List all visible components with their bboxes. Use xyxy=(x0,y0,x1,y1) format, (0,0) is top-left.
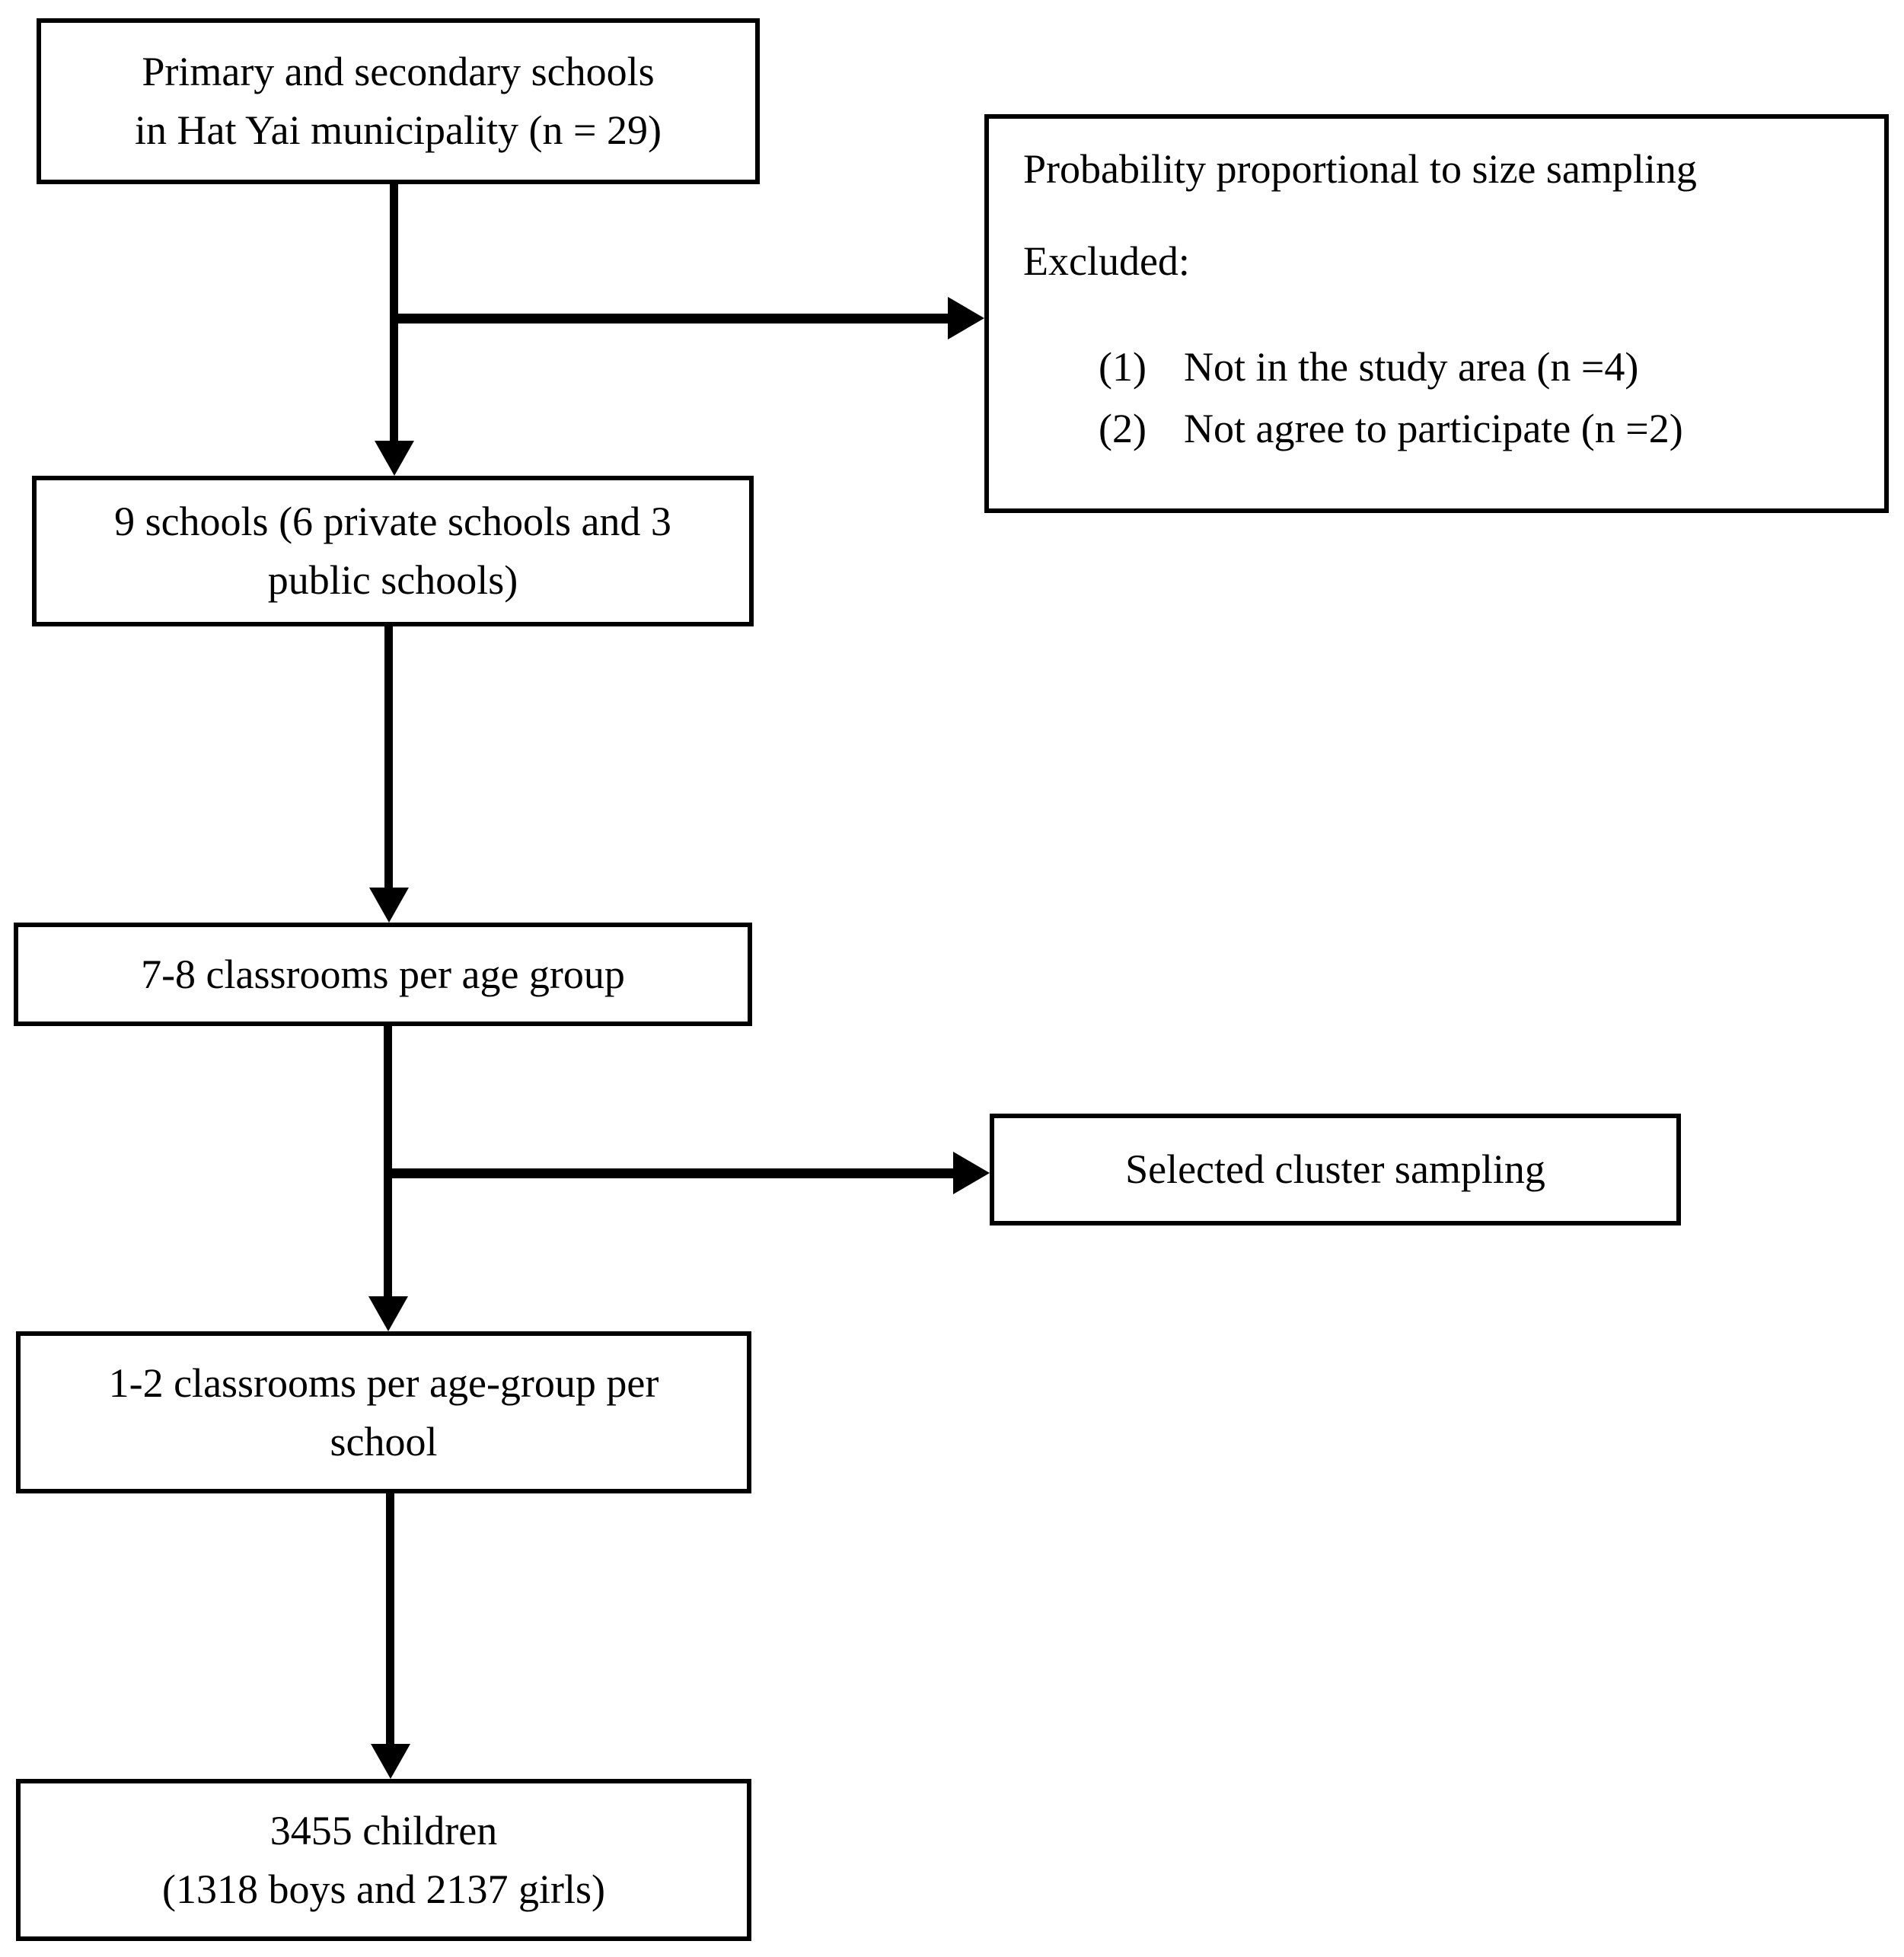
excluded-item-text: Not in the study area (n =4) xyxy=(1184,344,1639,390)
arrowhead-right-icon xyxy=(953,1152,990,1194)
arrow-schools-to-classrooms-shaft xyxy=(384,625,393,888)
node-population: Primary and secondary schools in Hat Yai… xyxy=(37,18,760,184)
excluded-item-number: (1) xyxy=(1099,344,1147,390)
arrowhead-down-icon xyxy=(369,888,409,923)
node-selected-line1: 1-2 classrooms per age-group per xyxy=(108,1359,659,1406)
node-cluster-line1: Selected cluster sampling xyxy=(1125,1146,1545,1192)
node-selected-classrooms: 1-2 classrooms per age-group per school xyxy=(16,1331,751,1493)
node-exclusion: Probability proportional to size samplin… xyxy=(984,114,1889,513)
excluded-label: Excluded: xyxy=(1023,238,1190,284)
excluded-item-number: (2) xyxy=(1099,406,1147,451)
arrowhead-down-icon xyxy=(371,1744,410,1779)
node-classrooms-per-age-group: 7-8 classrooms per age group xyxy=(14,923,752,1026)
node-classrooms-line1: 7-8 classrooms per age group xyxy=(141,951,625,997)
arrowhead-down-icon xyxy=(368,1296,408,1331)
excluded-item-list: (1) Not in the study area (n =4) (2) Not… xyxy=(1023,338,1850,458)
excluded-item: (2) Not agree to participate (n =2) xyxy=(1099,400,1850,458)
node-selected-line2: school xyxy=(330,1418,438,1465)
arrow-selected-to-children-shaft xyxy=(386,1493,394,1745)
node-population-line1: Primary and secondary schools xyxy=(142,49,655,94)
node-schools: 9 schools (6 private schools and 3 publi… xyxy=(32,476,754,626)
arrowhead-down-icon xyxy=(375,441,414,476)
arrow-branch-to-cluster-shaft xyxy=(384,1168,954,1178)
node-schools-line2: public schools) xyxy=(267,557,518,603)
excluded-item-text: Not agree to participate (n =2) xyxy=(1184,406,1683,451)
node-children: 3455 children (1318 boys and 2137 girls) xyxy=(16,1779,751,1941)
arrowhead-right-icon xyxy=(948,297,984,339)
exclusion-method-line: Probability proportional to size samplin… xyxy=(1023,146,1697,192)
node-children-line1: 3455 children xyxy=(269,1807,498,1853)
node-schools-line1: 9 schools (6 private schools and 3 xyxy=(114,499,671,544)
node-cluster-sampling: Selected cluster sampling xyxy=(990,1114,1681,1226)
excluded-item: (1) Not in the study area (n =4) xyxy=(1099,338,1850,397)
node-population-line2: in Hat Yai municipality (n = 29) xyxy=(135,107,662,153)
arrow-classrooms-to-selected-shaft xyxy=(384,1026,392,1298)
arrow-branch-to-exclusion-shaft xyxy=(390,314,949,324)
node-children-line2: (1318 boys and 2137 girls) xyxy=(162,1866,605,1912)
